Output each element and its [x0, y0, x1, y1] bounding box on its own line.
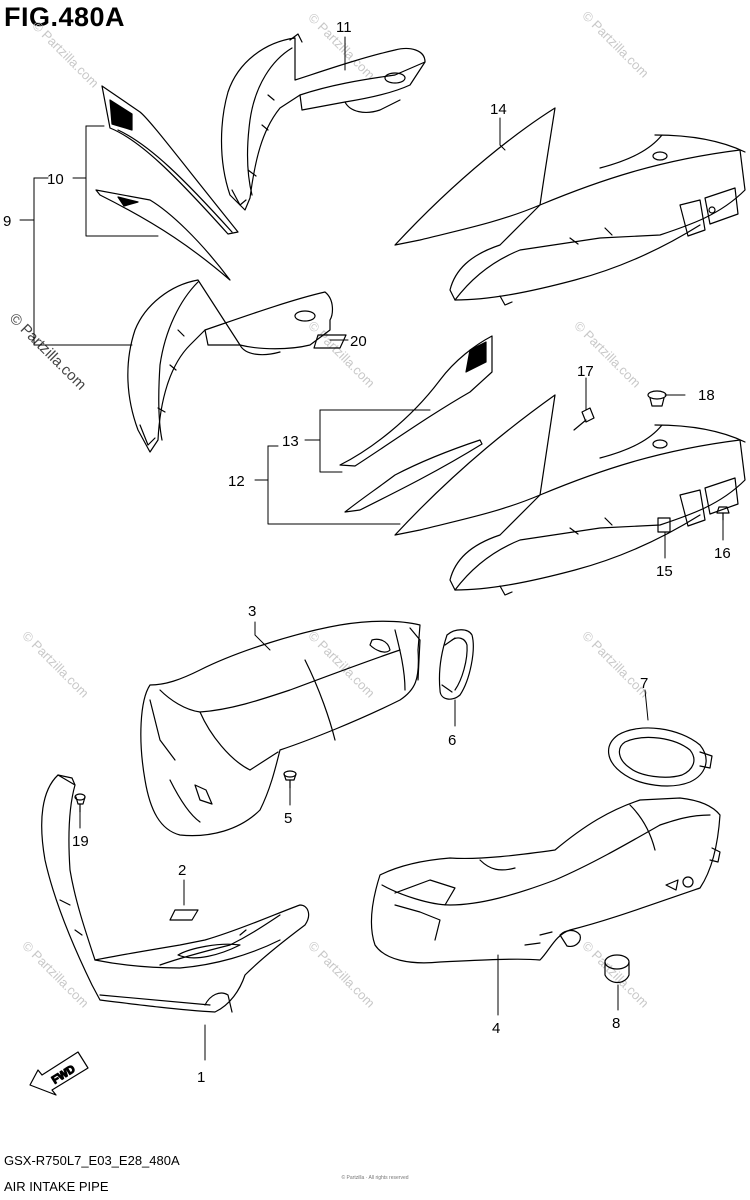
part-18-clip	[647, 390, 667, 407]
part-1-under-cowl	[41, 774, 310, 1013]
fwd-arrow-icon: FWD	[29, 1051, 89, 1096]
callout-7: 7	[640, 675, 648, 692]
callout-13: 13	[282, 433, 299, 450]
part-17-screw	[573, 407, 595, 431]
part-8-grommet	[604, 954, 630, 984]
part-16-screw	[716, 506, 730, 521]
part-2-label	[169, 909, 199, 921]
callout-brackets	[19, 125, 431, 525]
part-19-screw	[74, 793, 86, 813]
figure-title: FIG.480A	[4, 2, 126, 32]
callout-11: 11	[336, 19, 352, 36]
callout-4: 4	[492, 1020, 500, 1037]
callout-3: 3	[248, 603, 256, 620]
part-12-side-cowl	[394, 394, 746, 596]
callout-14: 14	[490, 101, 507, 118]
part-3-intake-duct	[140, 620, 421, 837]
leader-lines	[79, 36, 724, 1061]
model-code: GSX-R750L7_E03_E28_480A	[4, 1153, 180, 1168]
callout-17: 17	[577, 363, 594, 380]
part-14-side-cowl	[394, 107, 746, 306]
section-name: AIR INTAKE PIPE	[4, 1179, 109, 1194]
callout-6: 6	[448, 732, 456, 749]
callout-16: 16	[714, 545, 731, 562]
part-6-seal	[438, 629, 474, 700]
part-5-screw	[283, 770, 297, 789]
callout-8: 8	[612, 1015, 620, 1032]
part-9-cowl-assembly	[127, 279, 347, 453]
callout-10: 10	[47, 171, 64, 188]
part-7-seal-ring	[608, 727, 713, 787]
callout-19: 19	[72, 833, 89, 850]
part-11-upper-cowl	[220, 33, 426, 211]
callout-1: 1	[197, 1069, 205, 1086]
part-4-intake-duct	[370, 797, 721, 964]
callout-15: 15	[656, 563, 673, 580]
small-print: © Partzilla · All rights reserved	[341, 1175, 409, 1181]
part-10-stripe-decals	[95, 85, 239, 281]
callout-20: 20	[350, 333, 367, 350]
callout-18: 18	[698, 387, 715, 404]
callout-2: 2	[178, 862, 186, 879]
callout-9: 9	[3, 213, 11, 230]
callout-12: 12	[228, 473, 245, 490]
callout-5: 5	[284, 810, 292, 827]
callout-numbers: 1 2 3 4 5 6 7 8 9 10 11 12 13 14 15 16 1…	[3, 19, 731, 1086]
part-13-side-decals	[339, 335, 493, 513]
